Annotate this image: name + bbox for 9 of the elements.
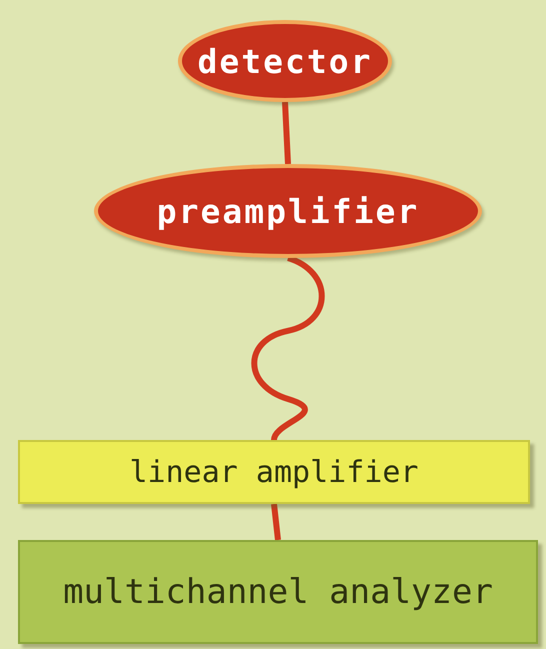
component-label: multichannel analyzer — [63, 572, 493, 612]
cable-line — [282, 102, 291, 164]
component-box — [18, 540, 538, 644]
cable-line — [251, 255, 325, 441]
component-box — [18, 440, 530, 504]
component-label: detector — [198, 42, 372, 80]
cable-line — [271, 504, 281, 540]
component-label: linear amplifier — [130, 454, 418, 490]
component-label: preamplifier — [156, 192, 420, 230]
